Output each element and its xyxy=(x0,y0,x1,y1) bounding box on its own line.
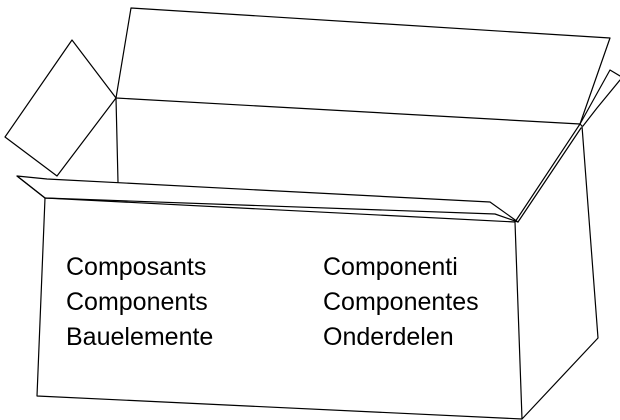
label-french: Composants xyxy=(66,253,207,281)
label-spanish: Componentes xyxy=(323,288,479,316)
right-flap-lower xyxy=(582,79,620,127)
label-english: Components xyxy=(66,288,208,316)
left-flap xyxy=(4,39,117,177)
right-flap-edge xyxy=(517,127,582,223)
right-face xyxy=(514,123,599,420)
right-flap xyxy=(579,69,620,125)
inner-corner-line xyxy=(115,97,119,183)
label-column-left: Composants Components Bauelemente xyxy=(66,250,213,355)
label-italian: Componenti xyxy=(323,253,458,281)
front-flap-crease xyxy=(16,175,46,199)
label-column-right: Componenti Componentes Onderdelen xyxy=(323,250,479,355)
label-german: Bauelemente xyxy=(66,323,214,351)
label-dutch: Onderdelen xyxy=(323,323,454,351)
front-flap xyxy=(16,175,519,223)
back-flap xyxy=(115,7,611,125)
